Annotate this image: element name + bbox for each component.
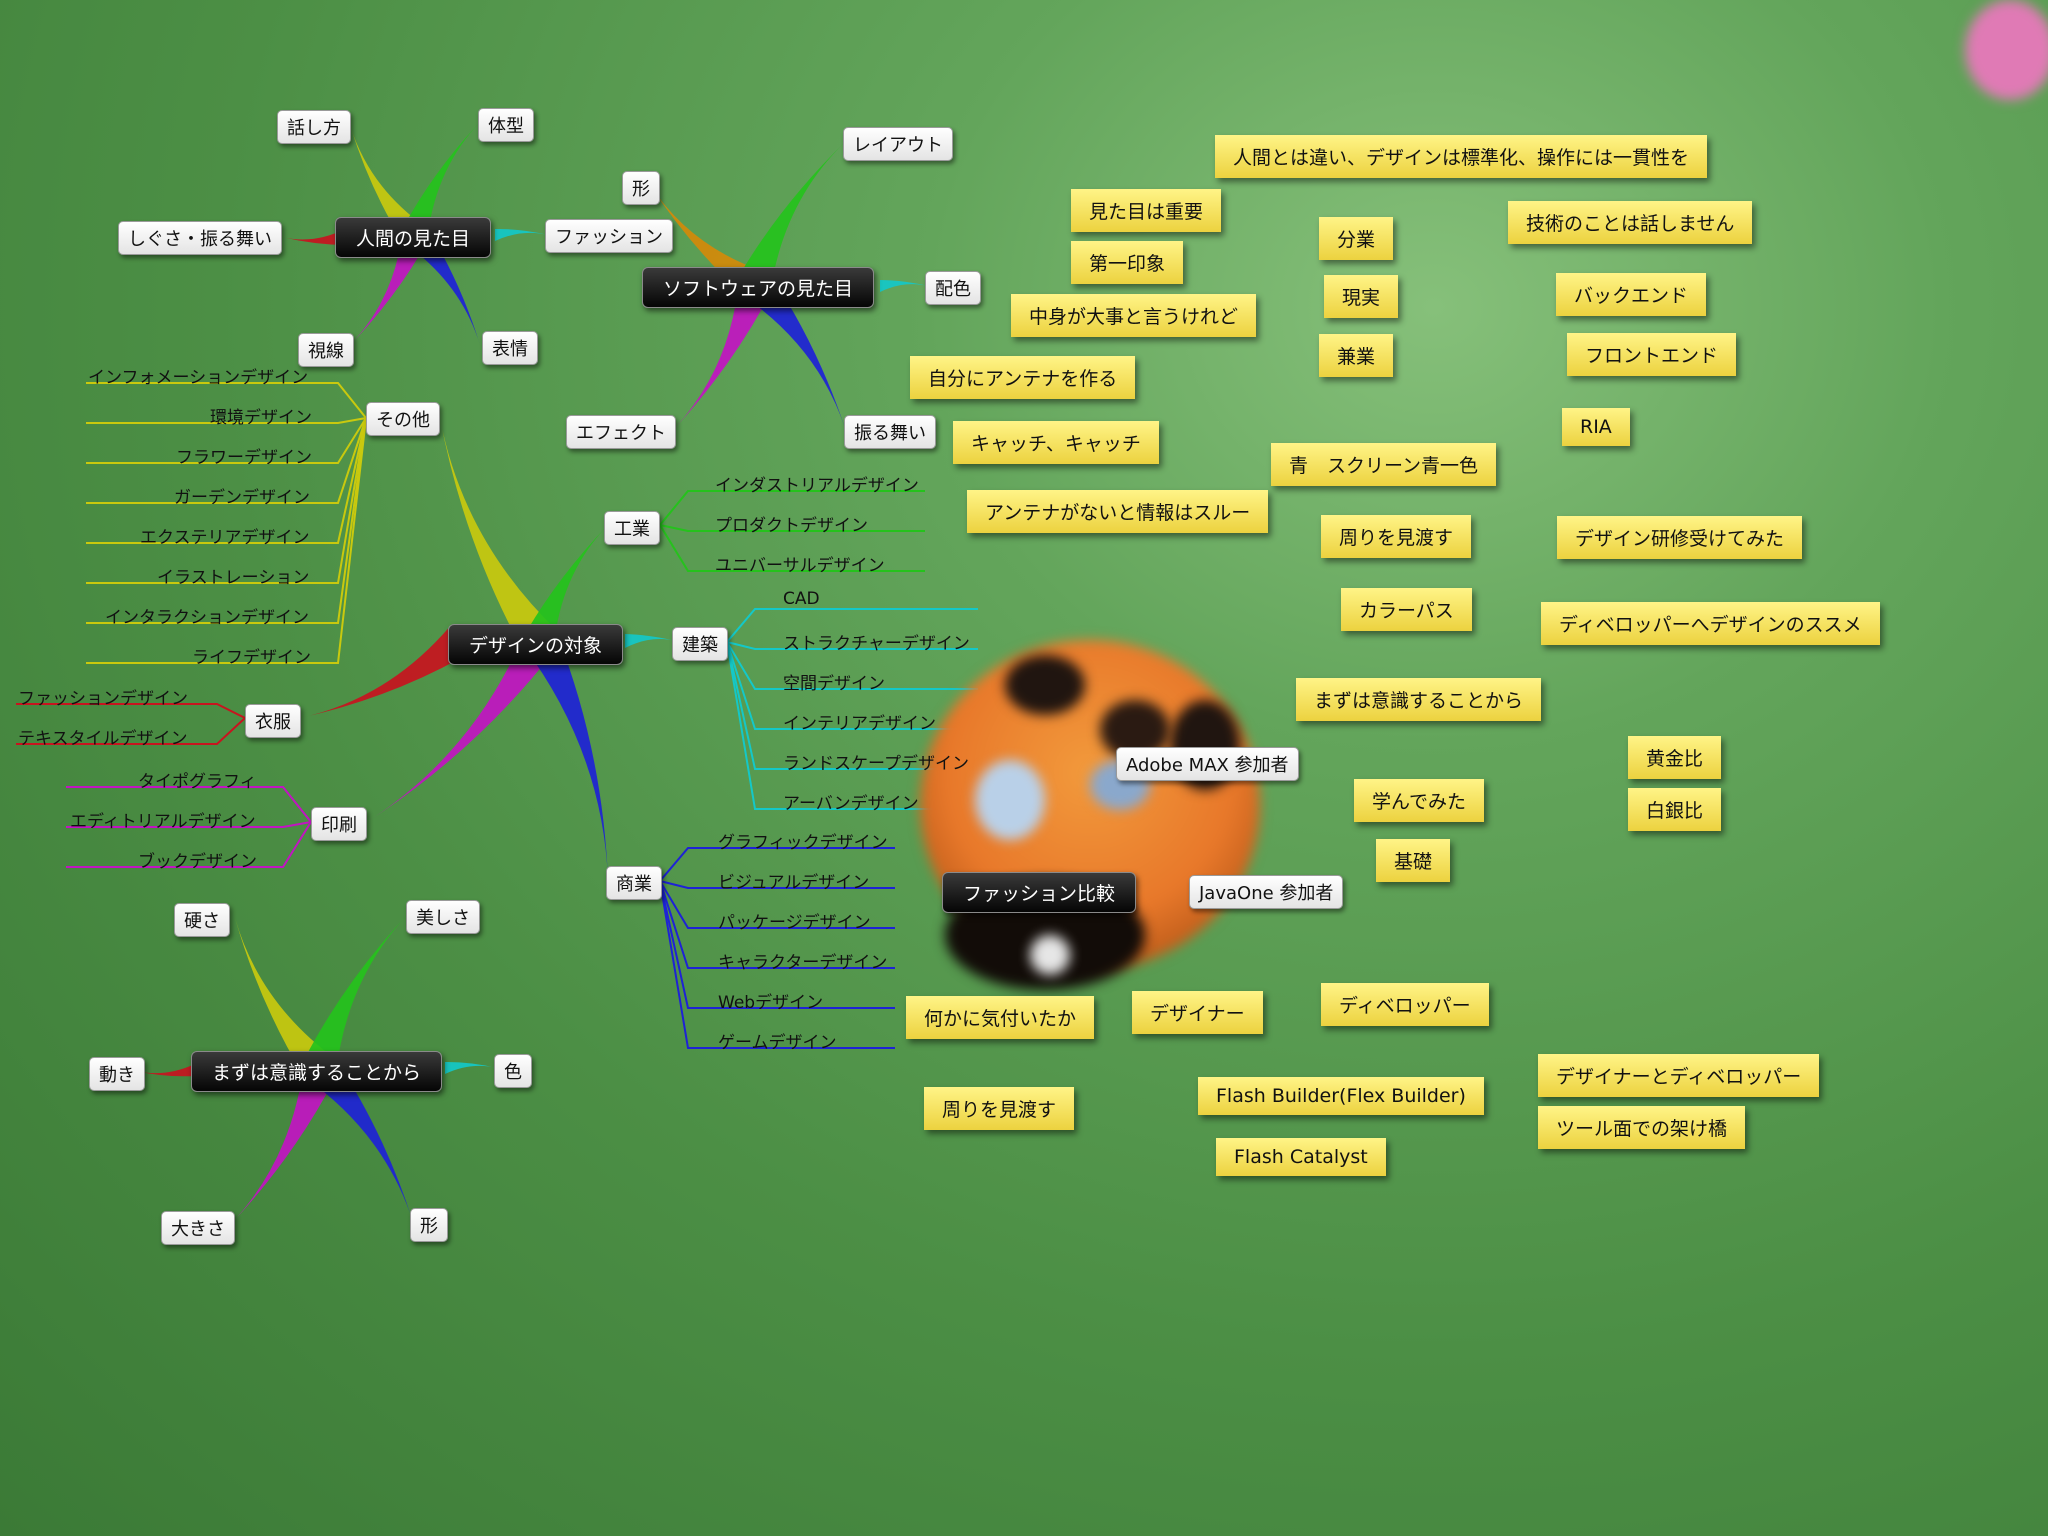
sticky-designer-and-developer[interactable]: デザイナーとディベロッパー — [1538, 1054, 1819, 1097]
node-expression[interactable]: 表情 — [482, 331, 538, 365]
leaf-editorial-design[interactable]: エディトリアルデザイン — [68, 807, 258, 836]
node-color-scheme[interactable]: 配色 — [925, 271, 981, 305]
leaf-environment-design[interactable]: 環境デザイン — [208, 403, 314, 432]
sticky-look-around-1[interactable]: 周りを見渡す — [1321, 515, 1471, 558]
node-adobe-max[interactable]: Adobe MAX 参加者 — [1116, 747, 1299, 781]
central-node-fashion-compare[interactable]: ファッション比較 — [942, 872, 1136, 913]
leaf-web-design[interactable]: Webデザイン — [716, 988, 825, 1017]
node-gesture[interactable]: しぐさ・振る舞い — [118, 221, 282, 255]
sticky-designer[interactable]: デザイナー — [1132, 991, 1263, 1034]
leaf-flower-design[interactable]: フラワーデザイン — [174, 443, 314, 472]
leaf-game-design[interactable]: ゲームデザイン — [716, 1028, 839, 1057]
sticky-basics[interactable]: 基礎 — [1376, 839, 1450, 882]
leaf-structure-design[interactable]: ストラクチャーデザイン — [781, 629, 972, 658]
branch-awareness-color — [445, 1062, 497, 1074]
leaf-interaction-design[interactable]: インタラクションデザイン — [103, 603, 311, 632]
sticky-catch[interactable]: キャッチ、キャッチ — [953, 421, 1159, 464]
central-node-design-target[interactable]: デザインの対象 — [448, 624, 623, 665]
sticky-silver-ratio[interactable]: 白銀比 — [1628, 788, 1721, 831]
leaf-universal-design[interactable]: ユニバーサルデザイン — [713, 551, 887, 580]
sticky-build-antenna[interactable]: 自分にアンテナを作る — [910, 356, 1135, 399]
central-node-software-look[interactable]: ソフトウェアの見た目 — [642, 267, 874, 308]
sticky-developer[interactable]: ディベロッパー — [1321, 983, 1489, 1026]
sticky-reality[interactable]: 現実 — [1324, 275, 1398, 318]
leaf-interior-design[interactable]: インテリアデザイン — [781, 709, 938, 738]
central-node-appearance[interactable]: 人間の見た目 — [335, 217, 491, 258]
leaf-package-design[interactable]: パッケージデザイン — [716, 908, 873, 937]
leaf-cad[interactable]: CAD — [781, 589, 822, 613]
node-motion[interactable]: 動き — [89, 1057, 145, 1091]
leaf-industrial-design[interactable]: インダストリアルデザイン — [713, 471, 921, 500]
leaf-textile-design[interactable]: テキスタイルデザイン — [16, 724, 190, 753]
leaf-garden-design[interactable]: ガーデンデザイン — [172, 483, 312, 512]
sticky-first-impression[interactable]: 第一印象 — [1071, 241, 1183, 284]
node-speaking[interactable]: 話し方 — [277, 110, 351, 144]
sticky-ria[interactable]: RIA — [1562, 408, 1630, 446]
node-industry[interactable]: 工業 — [604, 511, 660, 545]
sticky-flash-catalyst[interactable]: Flash Catalyst — [1216, 1138, 1386, 1176]
node-commerce[interactable]: 商業 — [606, 866, 662, 900]
node-body-shape[interactable]: 体型 — [478, 108, 534, 142]
node-behavior[interactable]: 振る舞い — [844, 415, 936, 449]
sticky-golden-ratio[interactable]: 黄金比 — [1628, 736, 1721, 779]
leaf-landscape-design[interactable]: ランドスケープデザイン — [781, 749, 971, 778]
leaf-fashion-design[interactable]: ファッションデザイン — [16, 684, 190, 713]
leaf-character-design[interactable]: キャラクターデザイン — [716, 948, 889, 977]
branch-software-color — [880, 280, 928, 292]
node-color[interactable]: 色 — [494, 1054, 532, 1088]
central-node-awareness[interactable]: まずは意識することから — [191, 1051, 442, 1092]
leaf-product-design[interactable]: プロダクトデザイン — [713, 511, 870, 540]
node-size[interactable]: 大きさ — [161, 1211, 235, 1245]
node-architecture[interactable]: 建築 — [672, 627, 728, 661]
leaf-life-design[interactable]: ライフデザイン — [190, 643, 313, 672]
leaf-illustration[interactable]: イラストレーション — [155, 563, 311, 592]
node-form[interactable]: 形 — [410, 1208, 448, 1242]
node-effect[interactable]: エフェクト — [566, 415, 676, 449]
branch-appearance-fashion — [495, 229, 548, 241]
node-fashion[interactable]: ファッション — [545, 219, 673, 253]
leaf-exterior-design[interactable]: エクステリアデザイン — [138, 523, 312, 552]
node-print[interactable]: 印刷 — [311, 807, 367, 841]
node-shape[interactable]: 形 — [622, 171, 660, 205]
node-clothing[interactable]: 衣服 — [245, 704, 301, 738]
leaf-urban-design[interactable]: アーバンデザイン — [781, 789, 921, 818]
sticky-tool-bridge[interactable]: ツール面での架け橋 — [1538, 1106, 1745, 1149]
sticky-standardization[interactable]: 人間とは違い、デザインは標準化、操作には一貫性を — [1215, 135, 1707, 178]
sticky-no-antenna[interactable]: アンテナがないと情報はスルー — [967, 490, 1268, 533]
node-gaze[interactable]: 視線 — [298, 333, 354, 367]
sticky-design-training[interactable]: デザイン研修受けてみた — [1557, 516, 1802, 559]
node-beauty[interactable]: 美しさ — [406, 900, 480, 934]
sticky-frontend[interactable]: フロントエンド — [1567, 333, 1736, 376]
node-other[interactable]: その他 — [366, 402, 440, 436]
node-hardness[interactable]: 硬さ — [174, 903, 230, 937]
leaf-typography[interactable]: タイポグラフィ — [136, 767, 259, 796]
sticky-flash-builder[interactable]: Flash Builder(Flex Builder) — [1198, 1077, 1484, 1115]
sticky-no-tech-talk[interactable]: 技術のことは話しません — [1508, 201, 1752, 244]
sticky-looks-matter[interactable]: 見た目は重要 — [1071, 189, 1221, 232]
sticky-design-for-developers[interactable]: ディベロッパーへデザインのススメ — [1541, 602, 1880, 645]
leaf-graphic-design[interactable]: グラフィックデザイン — [716, 828, 890, 857]
branch-target-architecture — [625, 634, 676, 648]
sticky-blue-screen[interactable]: 青 スクリーン青一色 — [1271, 443, 1496, 486]
leaf-book-design[interactable]: ブックデザイン — [136, 847, 259, 876]
branch-target-clothing — [300, 629, 462, 718]
sticky-color-path[interactable]: カラーパス — [1341, 588, 1472, 631]
leaf-visual-design[interactable]: ビジュアルデザイン — [716, 868, 871, 897]
sticky-look-around-2[interactable]: 周りを見渡す — [924, 1087, 1074, 1130]
sticky-noticed[interactable]: 何かに気付いたか — [906, 996, 1094, 1039]
sticky-content-matters[interactable]: 中身が大事と言うけれど — [1011, 294, 1256, 337]
sticky-learned[interactable]: 学んでみた — [1354, 779, 1484, 822]
leaf-information-design[interactable]: インフォメーションデザイン — [86, 363, 310, 392]
sticky-backend[interactable]: バックエンド — [1556, 273, 1706, 316]
node-javaone[interactable]: JavaOne 参加者 — [1189, 875, 1343, 909]
leaf-space-design[interactable]: 空間デザイン — [781, 669, 887, 698]
sticky-start-with-awareness[interactable]: まずは意識することから — [1296, 678, 1541, 721]
sticky-division-of-labor[interactable]: 分業 — [1319, 217, 1393, 260]
sticky-dual-role[interactable]: 兼業 — [1319, 334, 1393, 377]
node-layout[interactable]: レイアウト — [843, 127, 953, 161]
